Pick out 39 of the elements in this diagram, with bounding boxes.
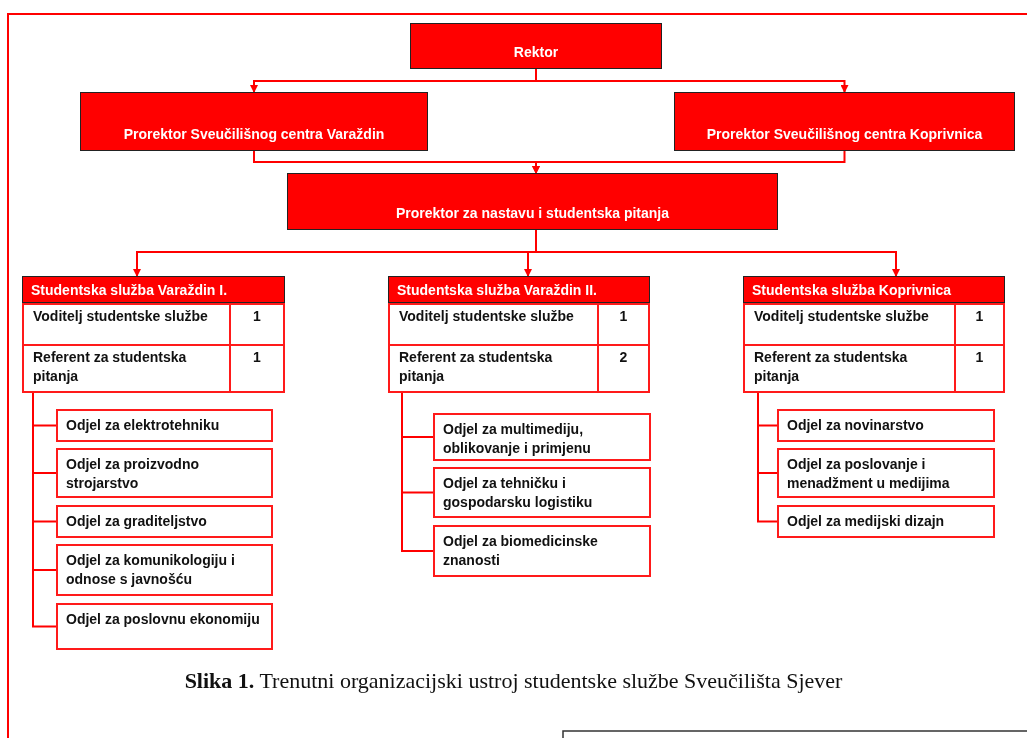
- connector-arrow: [535, 68, 849, 93]
- department-box: Odjel za novinarstvo: [777, 409, 995, 442]
- department-box: Odjel za tehničku i gospodarsku logistiku: [433, 467, 651, 518]
- figure-caption: Slika 1. Trenutni organizacijski ustroj studentske službe Sveučilišta Sjever: [183, 668, 844, 694]
- department-box: Odjel za poslovanje i menadžment u medijima: [777, 448, 995, 498]
- position-box: Prorektor Sveučilišnog centra Koprivnica: [674, 92, 1015, 151]
- department-box: Odjel za komunikologiju i odnose s javnošću: [56, 544, 273, 596]
- position-box: Prorektor za nastavu i studentska pitanja: [287, 173, 778, 230]
- connector-arrow: [532, 150, 846, 174]
- staff-count: 2: [597, 344, 650, 393]
- staff-role: Voditelj studentske službe: [388, 303, 599, 346]
- staff-role: Referent za studentska pitanja: [388, 344, 599, 393]
- connector-line: [757, 392, 778, 523]
- department-box: Odjel za proizvodno strojarstvo: [56, 448, 273, 498]
- staff-role: Referent za studentska pitanja: [743, 344, 956, 393]
- staff-count: 1: [954, 344, 1005, 393]
- table-heading: Studentska služba Varaždin I.: [22, 276, 285, 303]
- department-box: Odjel za graditeljstvo: [56, 505, 273, 538]
- department-box: Odjel za multimediju, oblikovanje i primjenu: [433, 413, 651, 461]
- department-box: Odjel za medijski dizajn: [777, 505, 995, 538]
- staff-table: [22, 276, 285, 393]
- staff-role: Referent za studentska pitanja: [22, 344, 231, 393]
- connector-line: [32, 392, 57, 628]
- staff-role: Voditelj studentske službe: [743, 303, 956, 346]
- position-box: Prorektor Sveučilišnog centra Varaždin: [80, 92, 428, 151]
- department-box: Odjel za biomedicinske znanosti: [433, 525, 651, 577]
- staff-count: 1: [954, 303, 1005, 346]
- staff-table: [388, 276, 650, 393]
- table-heading: Studentska služba Koprivnica: [743, 276, 1005, 303]
- department-box: Odjel za poslovnu ekonomiju: [56, 603, 273, 650]
- staff-count: 1: [229, 303, 285, 346]
- staff-count: 1: [229, 344, 285, 393]
- staff-role: Voditelj studentske službe: [22, 303, 231, 346]
- department-box: Odjel za elektrotehniku: [56, 409, 273, 442]
- position-box: Rektor: [410, 23, 662, 69]
- staff-count: 1: [597, 303, 650, 346]
- table-heading: Studentska služba Varaždin II.: [388, 276, 650, 303]
- staff-table: [743, 276, 1005, 393]
- connector-line: [401, 392, 434, 552]
